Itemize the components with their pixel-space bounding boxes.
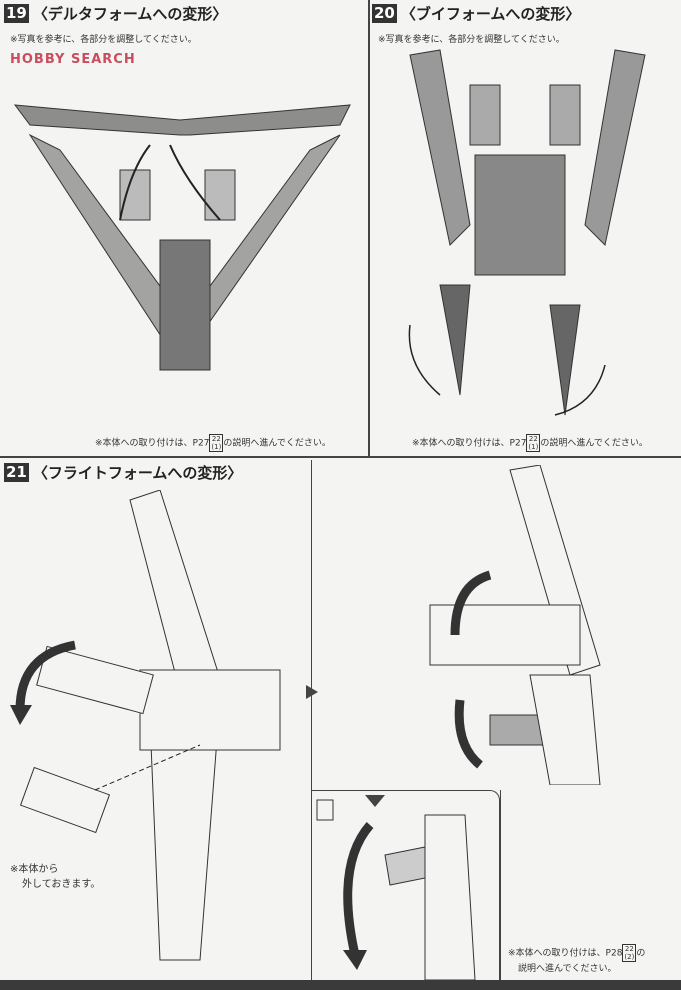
delta-form-illustration: [13, 104, 351, 371]
step-21-heading: 21 〈フライトフォームへの変形〉: [4, 462, 242, 483]
step-20-note: ※写真を参考に、各部分を調整してください。: [378, 35, 565, 45]
footer-text: 説明へ進んでください。: [518, 964, 617, 974]
divider-v-top: [368, 0, 370, 456]
next-arrow-icon: [306, 685, 318, 699]
inset-box: [312, 790, 500, 980]
footer-text: の説明へ進んでください。: [540, 438, 648, 449]
divider-h: [0, 456, 681, 458]
divider-v-bottom: [311, 460, 312, 980]
bottom-bar: [0, 980, 681, 990]
step-19-note: ※写真を参考に、各部分を調整してください。: [10, 35, 197, 45]
step-21-side-note: ※本体から 外しておきます。: [10, 860, 100, 890]
ref-number: 22: [211, 435, 221, 443]
ref-number: 22: [624, 945, 634, 953]
step-title: 〈ブイフォームへの変形〉: [400, 5, 581, 23]
flight-form-illustration-right: [429, 465, 601, 785]
divider-v-bottom2: [500, 790, 501, 980]
v-form-illustration: [408, 49, 646, 416]
inset-illustration: [316, 795, 476, 980]
step-title: 〈フライトフォームへの変形〉: [32, 464, 243, 482]
footer-text: ※本体への取り付けは、P28: [508, 948, 623, 959]
footer-text: の: [636, 948, 646, 959]
ref-sub: (2): [624, 953, 635, 961]
watermark: HOBBY SEARCH: [10, 52, 136, 67]
step-title: 〈デルタフォームへの変形〉: [32, 5, 228, 23]
step-20-heading: 20 〈ブイフォームへの変形〉: [372, 3, 580, 24]
ref-sub: (1): [528, 443, 539, 451]
step-number: 19: [4, 4, 29, 23]
ref-badge: 22(1): [209, 434, 224, 452]
ref-number: 22: [528, 435, 538, 443]
ref-badge: 22(2): [622, 944, 637, 962]
footer-text: ※本体への取り付けは、P27: [95, 438, 210, 449]
step-19-heading: 19 〈デルタフォームへの変形〉: [4, 3, 227, 24]
ref-badge: 22(1): [526, 434, 541, 452]
flight-form-illustration-left: [10, 490, 281, 961]
side-note-line: 外しておきます。: [22, 879, 101, 890]
ref-sub: (1): [211, 443, 222, 451]
footer-text: の説明へ進んでください。: [223, 438, 331, 449]
side-note-line: ※本体から: [10, 864, 59, 875]
step-number: 20: [372, 4, 397, 23]
step-number: 21: [4, 463, 29, 482]
footer-text: ※本体への取り付けは、P27: [412, 438, 527, 449]
